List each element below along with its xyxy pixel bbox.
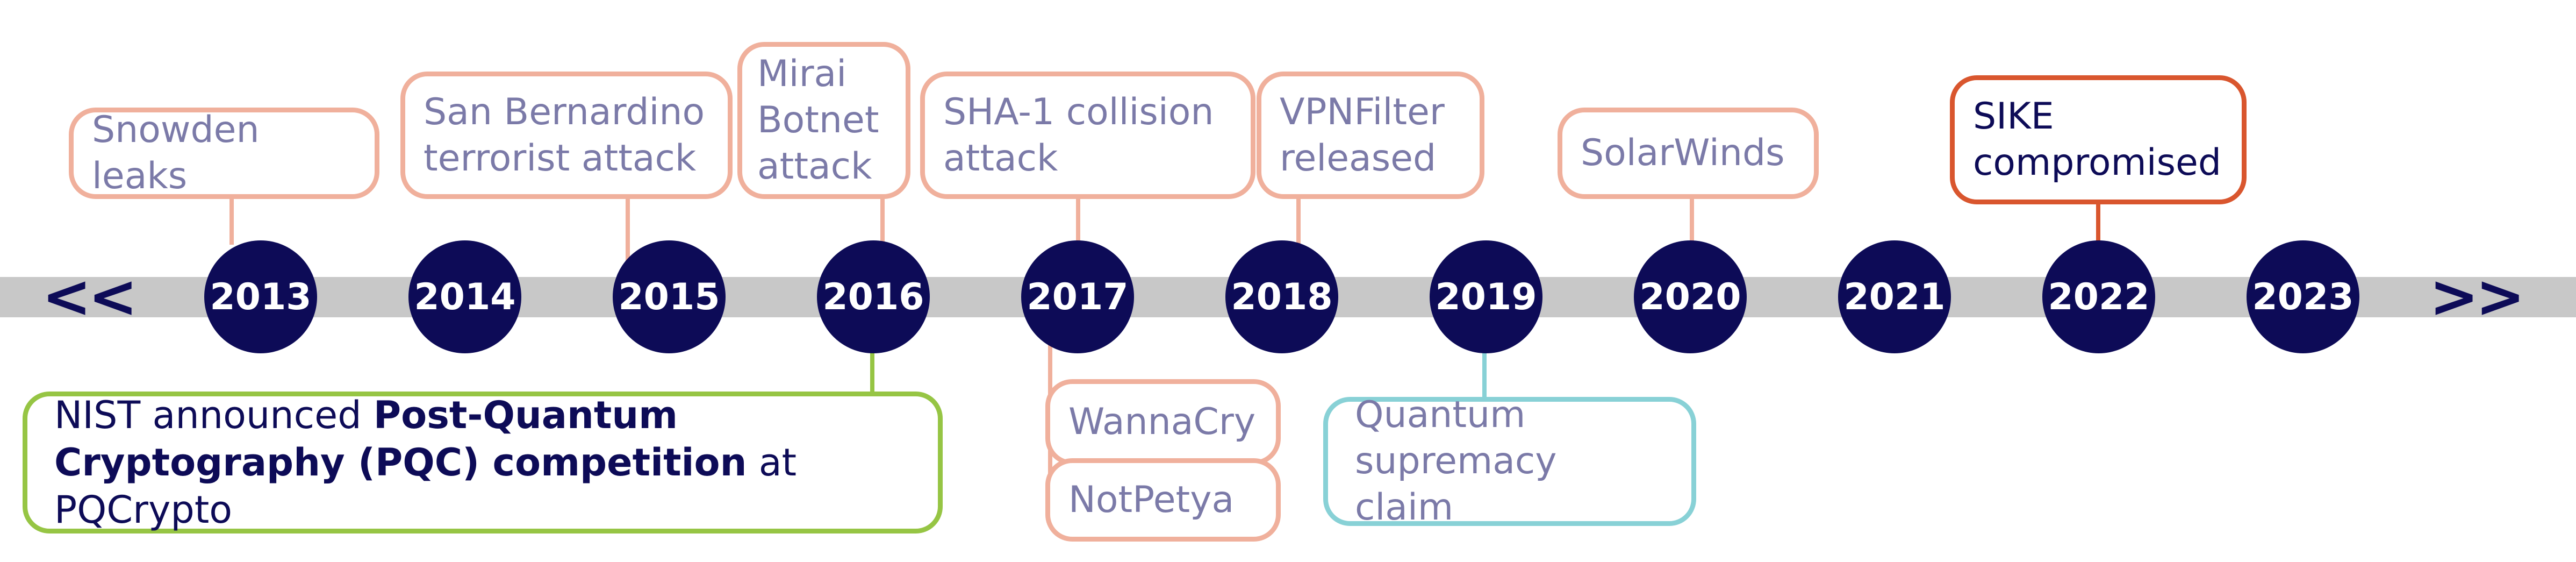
year-node-2021: 2021	[1838, 240, 1951, 353]
event-snowden-label: Snowden leaks	[92, 109, 260, 197]
connector-quantum	[1482, 350, 1487, 397]
event-nist-text-3: at PQCrypto	[54, 440, 797, 532]
year-node-2022: 2022	[2042, 240, 2155, 353]
connector-sike	[2096, 199, 2100, 245]
year-node-2020: 2020	[1634, 240, 1747, 353]
event-quantum-label: Quantum supremacy claim	[1355, 394, 1557, 529]
event-mirai-botnet: Mirai Botnet attack	[737, 42, 910, 199]
year-node-2014: 2014	[408, 240, 521, 353]
event-sike-compromised: SIKE compromised	[1950, 75, 2247, 204]
event-notpetya-label: NotPetya	[1068, 478, 1235, 521]
event-notpetya: NotPetya	[1045, 458, 1281, 542]
year-node-2023: 2023	[2247, 240, 2359, 353]
event-san-bernardino-label: San Bernardino terrorist attack	[424, 90, 705, 180]
event-vpnfilter: VPNFilter released	[1257, 72, 1484, 199]
connector-san-bernardino	[626, 194, 630, 264]
year-node-2016: 2016	[817, 240, 930, 353]
event-sha1-label: SHA-1 collision attack	[943, 90, 1214, 180]
event-wannacry: WannaCry	[1045, 379, 1281, 465]
connector-sha1	[1076, 194, 1080, 245]
connector-vpnfilter	[1296, 194, 1301, 245]
event-vpnfilter-label: VPNFilter released	[1280, 90, 1445, 180]
event-solarwinds: SolarWinds	[1558, 108, 1819, 199]
event-nist-text-2: Post-Quantum Cryptography (PQC) competit…	[54, 393, 747, 485]
next-arrow[interactable]: >>	[2429, 262, 2525, 331]
prev-arrow[interactable]: <<	[42, 262, 138, 331]
year-node-2015: 2015	[613, 240, 726, 353]
event-wannacry-label: WannaCry	[1068, 401, 1256, 443]
connector-solarwinds	[1690, 194, 1694, 245]
event-solarwinds-label: SolarWinds	[1581, 132, 1785, 174]
event-nist-label: NIST announced Post-Quantum Cryptography…	[54, 392, 911, 533]
connector-mirai	[880, 194, 885, 245]
connector-snowden	[229, 194, 234, 245]
year-node-2018: 2018	[1225, 240, 1338, 353]
event-sha1-collision: SHA-1 collision attack	[920, 72, 1255, 199]
event-snowden-leaks: Snowden leaks	[69, 108, 379, 199]
event-nist-text-1: NIST announced	[54, 393, 374, 437]
year-node-2013: 2013	[204, 240, 317, 353]
event-nist-pqc: NIST announced Post-Quantum Cryptography…	[23, 392, 943, 533]
event-san-bernardino: San Bernardino terrorist attack	[400, 72, 733, 199]
event-quantum-supremacy: Quantum supremacy claim	[1323, 394, 1696, 529]
event-sike-label: SIKE compromised	[1973, 95, 2222, 184]
connector-nist	[870, 350, 874, 397]
year-node-2019: 2019	[1430, 240, 1542, 353]
year-node-2017: 2017	[1021, 240, 1134, 353]
event-mirai-label: Mirai Botnet attack	[757, 53, 879, 188]
